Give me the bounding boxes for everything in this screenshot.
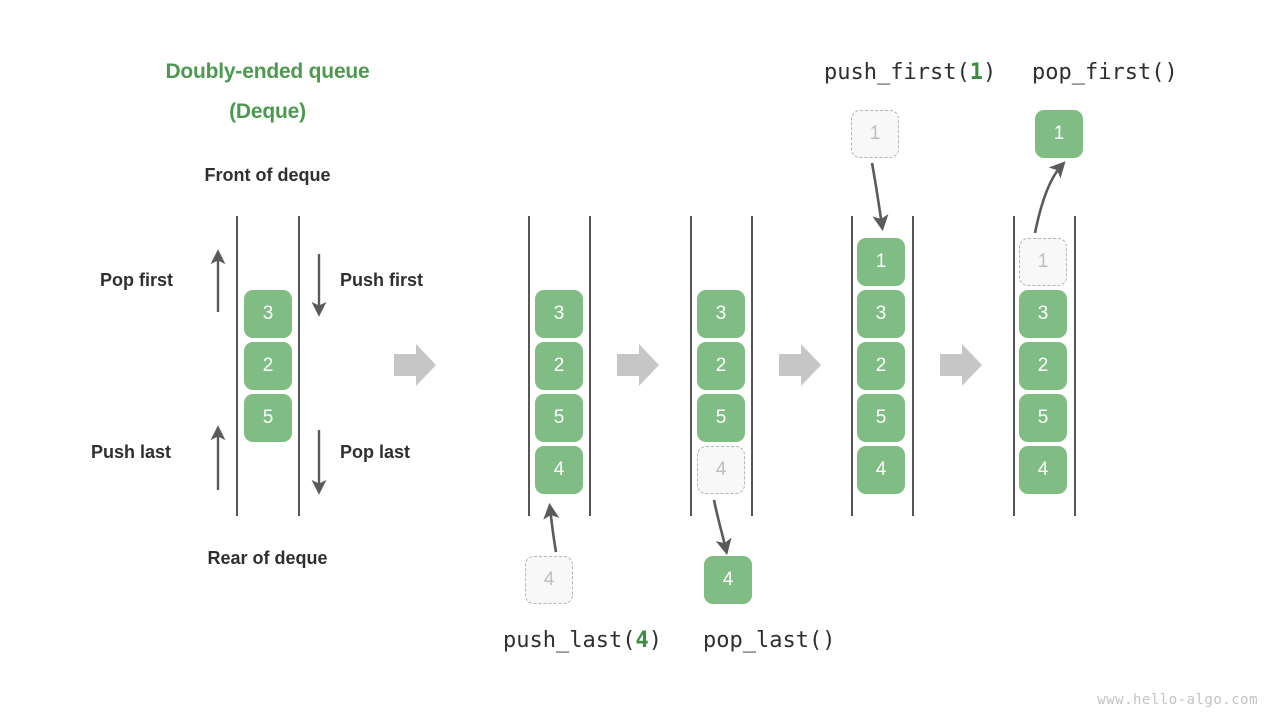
watermark: www.hello-algo.com xyxy=(1097,692,1258,708)
rail-left-stack-1 xyxy=(236,216,238,516)
push-last-motion-arrow xyxy=(543,502,560,553)
floating-push-last-value: 4 xyxy=(525,556,573,604)
rail-left-stack-4 xyxy=(851,216,853,516)
rear-of-deque-label: Rear of deque xyxy=(207,548,328,568)
push-first-caption: push_first(1) xyxy=(824,60,996,85)
rail-right-stack-4 xyxy=(912,216,914,516)
cell-stack-1-1: 2 xyxy=(244,342,292,390)
rail-left-stack-3 xyxy=(690,216,692,516)
push-first-caption-arg: 1 xyxy=(969,60,983,85)
floating-pop-last-value: 4 xyxy=(704,556,752,604)
floating-pop-first-value: 1 xyxy=(1035,110,1083,158)
rail-right-stack-1 xyxy=(298,216,300,516)
cell-stack-4-0: 1 xyxy=(857,238,905,286)
cell-stack-5-3: 5 xyxy=(1019,394,1067,442)
push-last-caption-name: push_last( xyxy=(503,628,636,653)
cell-stack-4-2: 2 xyxy=(857,342,905,390)
pop-first-motion-arrow xyxy=(1033,161,1066,234)
rail-right-stack-2 xyxy=(589,216,591,516)
pop-last-motion-arrow xyxy=(712,499,732,556)
front-of-deque-label: Front of deque xyxy=(204,165,331,185)
push-last-caption-arg: 4 xyxy=(635,628,649,653)
pop-last-label: Pop last xyxy=(340,442,411,462)
cell-stack-2-2: 5 xyxy=(535,394,583,442)
cell-stack-1-0: 3 xyxy=(244,290,292,338)
rail-right-stack-5 xyxy=(1074,216,1076,516)
cell-stack-3-0: 3 xyxy=(697,290,745,338)
cell-stack-4-3: 5 xyxy=(857,394,905,442)
push-first-motion-arrow xyxy=(870,162,889,232)
cell-stack-4-1: 3 xyxy=(857,290,905,338)
diagram-title-line2: (Deque) xyxy=(229,100,306,123)
cell-stack-5-2: 2 xyxy=(1019,342,1067,390)
cell-stack-2-0: 3 xyxy=(535,290,583,338)
pop-last-caption: pop_last() xyxy=(703,628,836,653)
cell-stack-5-0: 1 xyxy=(1019,238,1067,286)
pop-first-caption: pop_first() xyxy=(1032,60,1178,85)
cell-stack-3-1: 2 xyxy=(697,342,745,390)
cell-stack-1-2: 5 xyxy=(244,394,292,442)
cell-stack-2-1: 2 xyxy=(535,342,583,390)
transition-arrow-2 xyxy=(617,344,659,386)
push-first-caption-name: push_first( xyxy=(824,60,970,85)
rail-left-stack-2 xyxy=(528,216,530,516)
pop-first-label: Pop first xyxy=(100,270,174,290)
cell-stack-5-4: 4 xyxy=(1019,446,1067,494)
cell-stack-5-1: 3 xyxy=(1019,290,1067,338)
diagram-title-line1: Doubly-ended queue xyxy=(165,60,370,83)
cell-stack-2-3: 4 xyxy=(535,446,583,494)
cell-stack-3-2: 5 xyxy=(697,394,745,442)
push-first-label: Push first xyxy=(340,270,424,290)
transition-arrow-1 xyxy=(394,344,436,386)
floating-push-first-value: 1 xyxy=(851,110,899,158)
rail-right-stack-3 xyxy=(751,216,753,516)
rail-left-stack-5 xyxy=(1013,216,1015,516)
push-first-caption-close: ) xyxy=(982,60,997,85)
push-last-label: Push last xyxy=(91,442,172,462)
transition-arrow-3 xyxy=(779,344,821,386)
cell-stack-4-4: 4 xyxy=(857,446,905,494)
cell-stack-3-3: 4 xyxy=(697,446,745,494)
push-last-caption-close: ) xyxy=(648,628,662,653)
push-last-caption: push_last(4) xyxy=(503,628,662,653)
transition-arrow-4 xyxy=(940,344,982,386)
